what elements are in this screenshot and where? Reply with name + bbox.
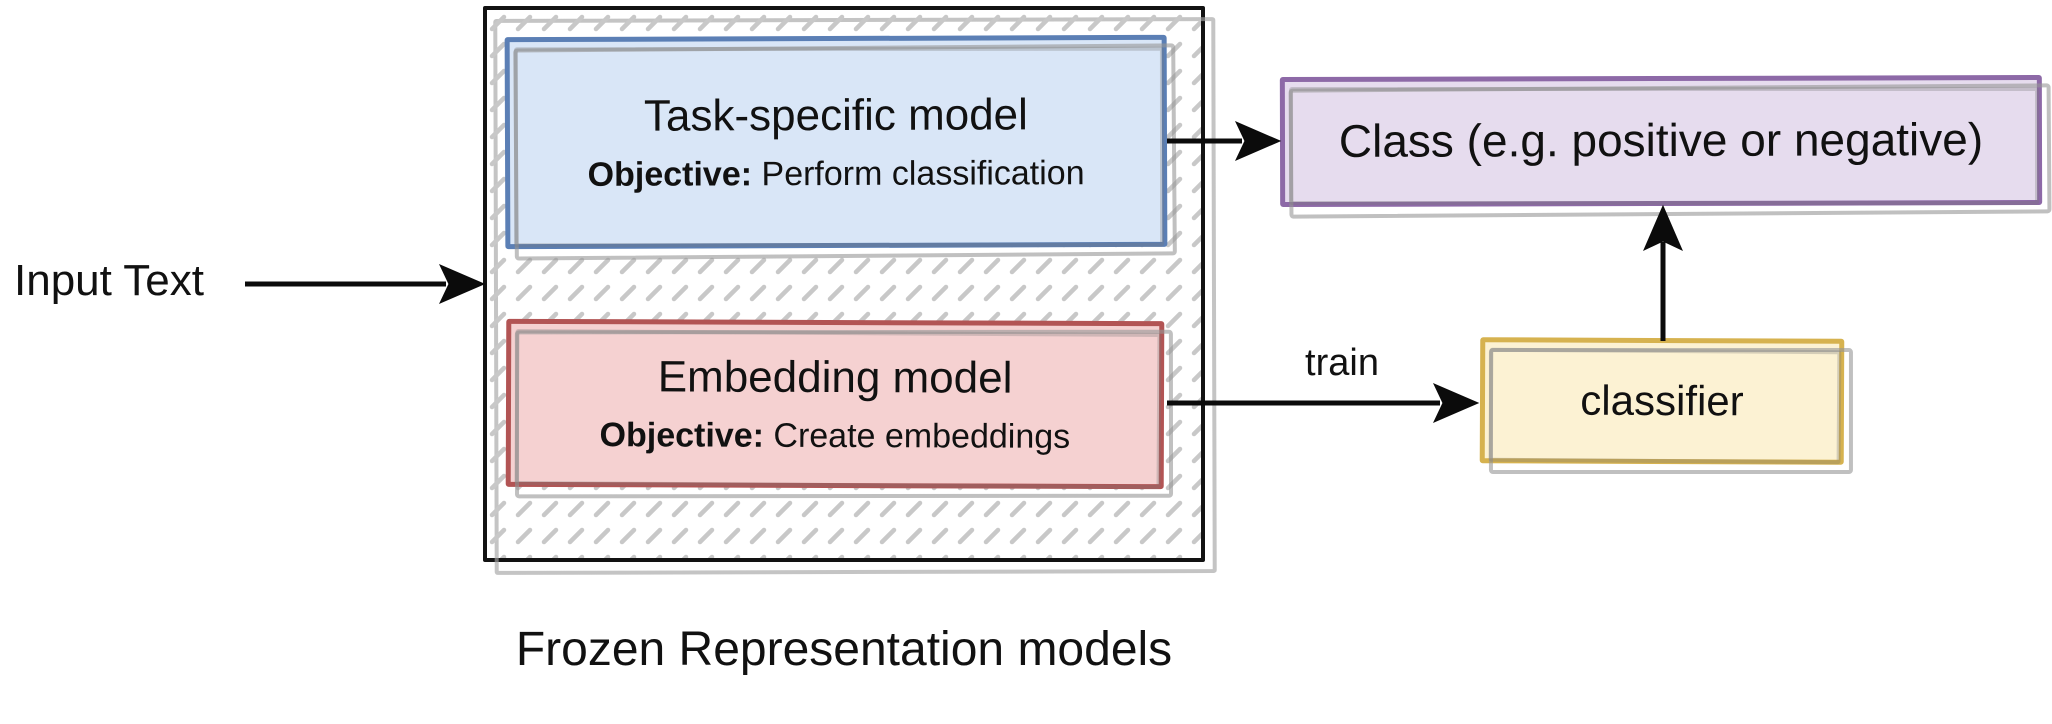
arrow-embedding-to-classifier: [1167, 383, 1480, 423]
task-specific-model-node: Task-specific model Objective: Perform c…: [504, 34, 1168, 250]
frozen-group-caption: Frozen Representation models: [515, 623, 1173, 676]
arrow-classifier-to-class: [1643, 204, 1683, 341]
classifier-node: classifier: [1479, 337, 1845, 465]
task-model-objective-label: Objective:: [587, 155, 753, 195]
embedding-model-node: Embedding model Objective: Create embedd…: [505, 318, 1165, 490]
input-text-label: Input Text: [14, 256, 204, 305]
class-output-node: Class (e.g. positive or negative): [1279, 75, 2043, 207]
arrow-input-to-frozen-box: [245, 264, 486, 304]
class-output-label: Class (e.g. positive or negative): [1338, 113, 1984, 168]
task-model-objective: Objective: Perform classification: [588, 152, 1085, 196]
task-model-objective-text: Perform classification: [761, 154, 1085, 194]
embedding-model-objective: Objective: Create embeddings: [600, 414, 1071, 458]
embedding-model-objective-label: Objective:: [599, 416, 765, 456]
embedding-model-title: Embedding model: [657, 352, 1013, 403]
embedding-model-objective-text: Create embeddings: [773, 417, 1071, 457]
classifier-label: classifier: [1580, 376, 1744, 425]
train-edge-label: train: [1305, 342, 1379, 384]
task-model-title: Task-specific model: [643, 90, 1028, 141]
